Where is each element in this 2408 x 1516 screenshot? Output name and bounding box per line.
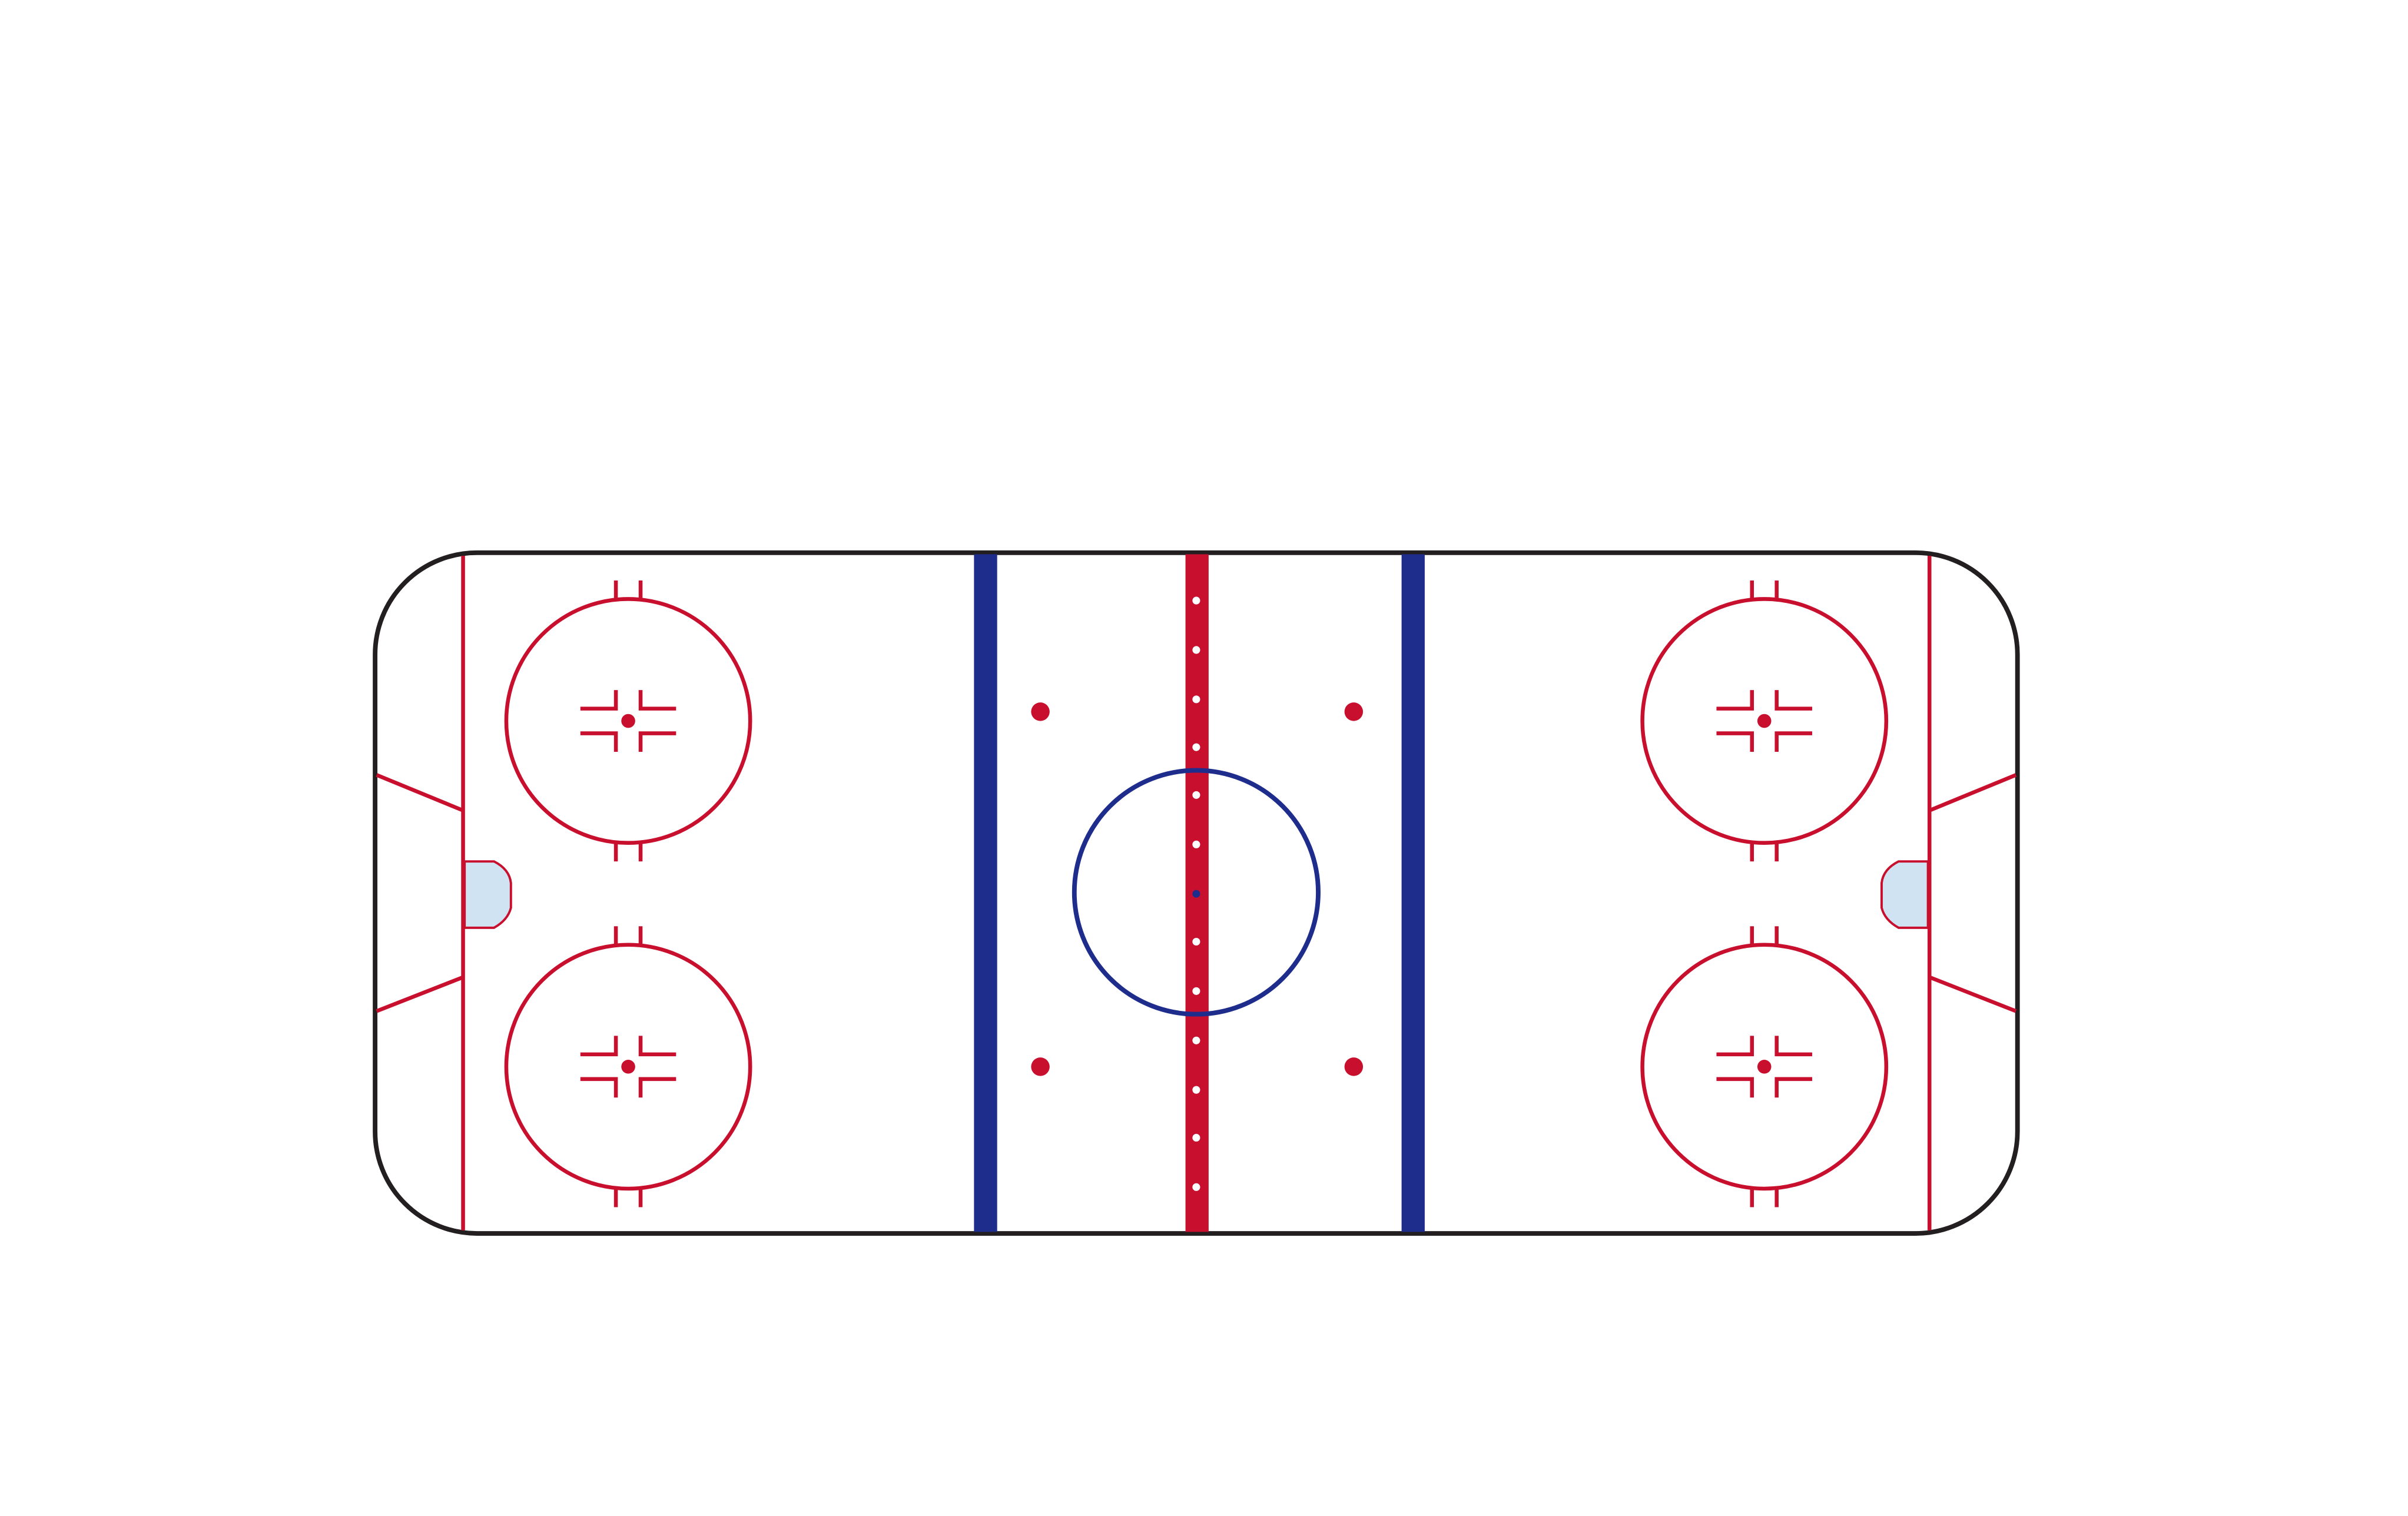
centerline-dot-5: [1192, 791, 1200, 799]
centerline-dot-6: [1192, 840, 1200, 848]
neutral-zone-spot-top-left: [1031, 702, 1050, 721]
faceoff-circle: [504, 943, 752, 1191]
faceoff-circle: [504, 597, 752, 845]
spot-marking-lr: [638, 731, 676, 752]
spot-marking-ll: [1716, 731, 1754, 752]
spot-marking-ur: [638, 690, 676, 711]
spot-marking-lr: [1775, 1077, 1812, 1098]
spot-marking-ll: [580, 731, 618, 752]
endzone-faceoff-bottom-right: [1640, 926, 1889, 1208]
spot-marking-ur: [1775, 1036, 1812, 1057]
centerline-dot-1: [1192, 596, 1200, 605]
centerline-dot-11: [1192, 1133, 1200, 1142]
spot-marking-ur: [1775, 690, 1812, 711]
endzone-faceoff-bottom-left: [504, 926, 752, 1208]
neutral-zone-spot-bottom-left: [1031, 1057, 1050, 1076]
centerline-dot-10: [1192, 1086, 1200, 1094]
centerline-dot-3: [1192, 695, 1200, 704]
goal-crease-left: [463, 860, 512, 929]
neutral-zone-spot-top-right: [1344, 702, 1364, 721]
endzone-faceoff-top-right: [1640, 580, 1889, 862]
centerline-dots: [1192, 596, 1200, 1191]
faceoff-spot: [621, 1060, 635, 1074]
centerline-dot-12: [1192, 1183, 1200, 1191]
spot-marking-ul: [1716, 690, 1754, 711]
centerline-dot-4: [1192, 743, 1200, 751]
centerline-dot-9: [1192, 1036, 1200, 1044]
spot-marking-ul: [580, 1036, 618, 1057]
centerline-dot-8: [1192, 987, 1200, 995]
center-faceoff-spot: [1192, 890, 1200, 898]
centerline-dot-7: [1192, 937, 1200, 946]
center-faceoff-circle: [1072, 768, 1321, 1017]
spot-marking-ul: [580, 690, 618, 711]
blue-line-left: [974, 554, 997, 1232]
spot-marking-lr: [1775, 731, 1812, 752]
spot-marking-lr: [638, 1077, 676, 1098]
faceoff-spot: [621, 714, 635, 728]
spot-marking-ll: [1716, 1077, 1754, 1098]
spot-marking-ur: [638, 1036, 676, 1057]
neutral-zone-spot-bottom-right: [1344, 1057, 1364, 1076]
spot-marking-ul: [1716, 1036, 1754, 1057]
trapezoid-left: [376, 773, 464, 1013]
centerline-dot-2: [1192, 646, 1200, 654]
trapezoid-right: [1928, 773, 2017, 1013]
faceoff-circle: [1640, 943, 1889, 1191]
faceoff-spot: [1757, 714, 1772, 728]
goal-crease-right: [1880, 860, 1929, 929]
faceoff-spot: [1757, 1060, 1772, 1074]
endzone-faceoff-circles: [504, 580, 1889, 1208]
blue-line-right: [1401, 554, 1425, 1232]
endzone-faceoff-top-left: [504, 580, 752, 862]
spot-marking-ll: [580, 1077, 618, 1098]
faceoff-circle: [1640, 597, 1889, 845]
